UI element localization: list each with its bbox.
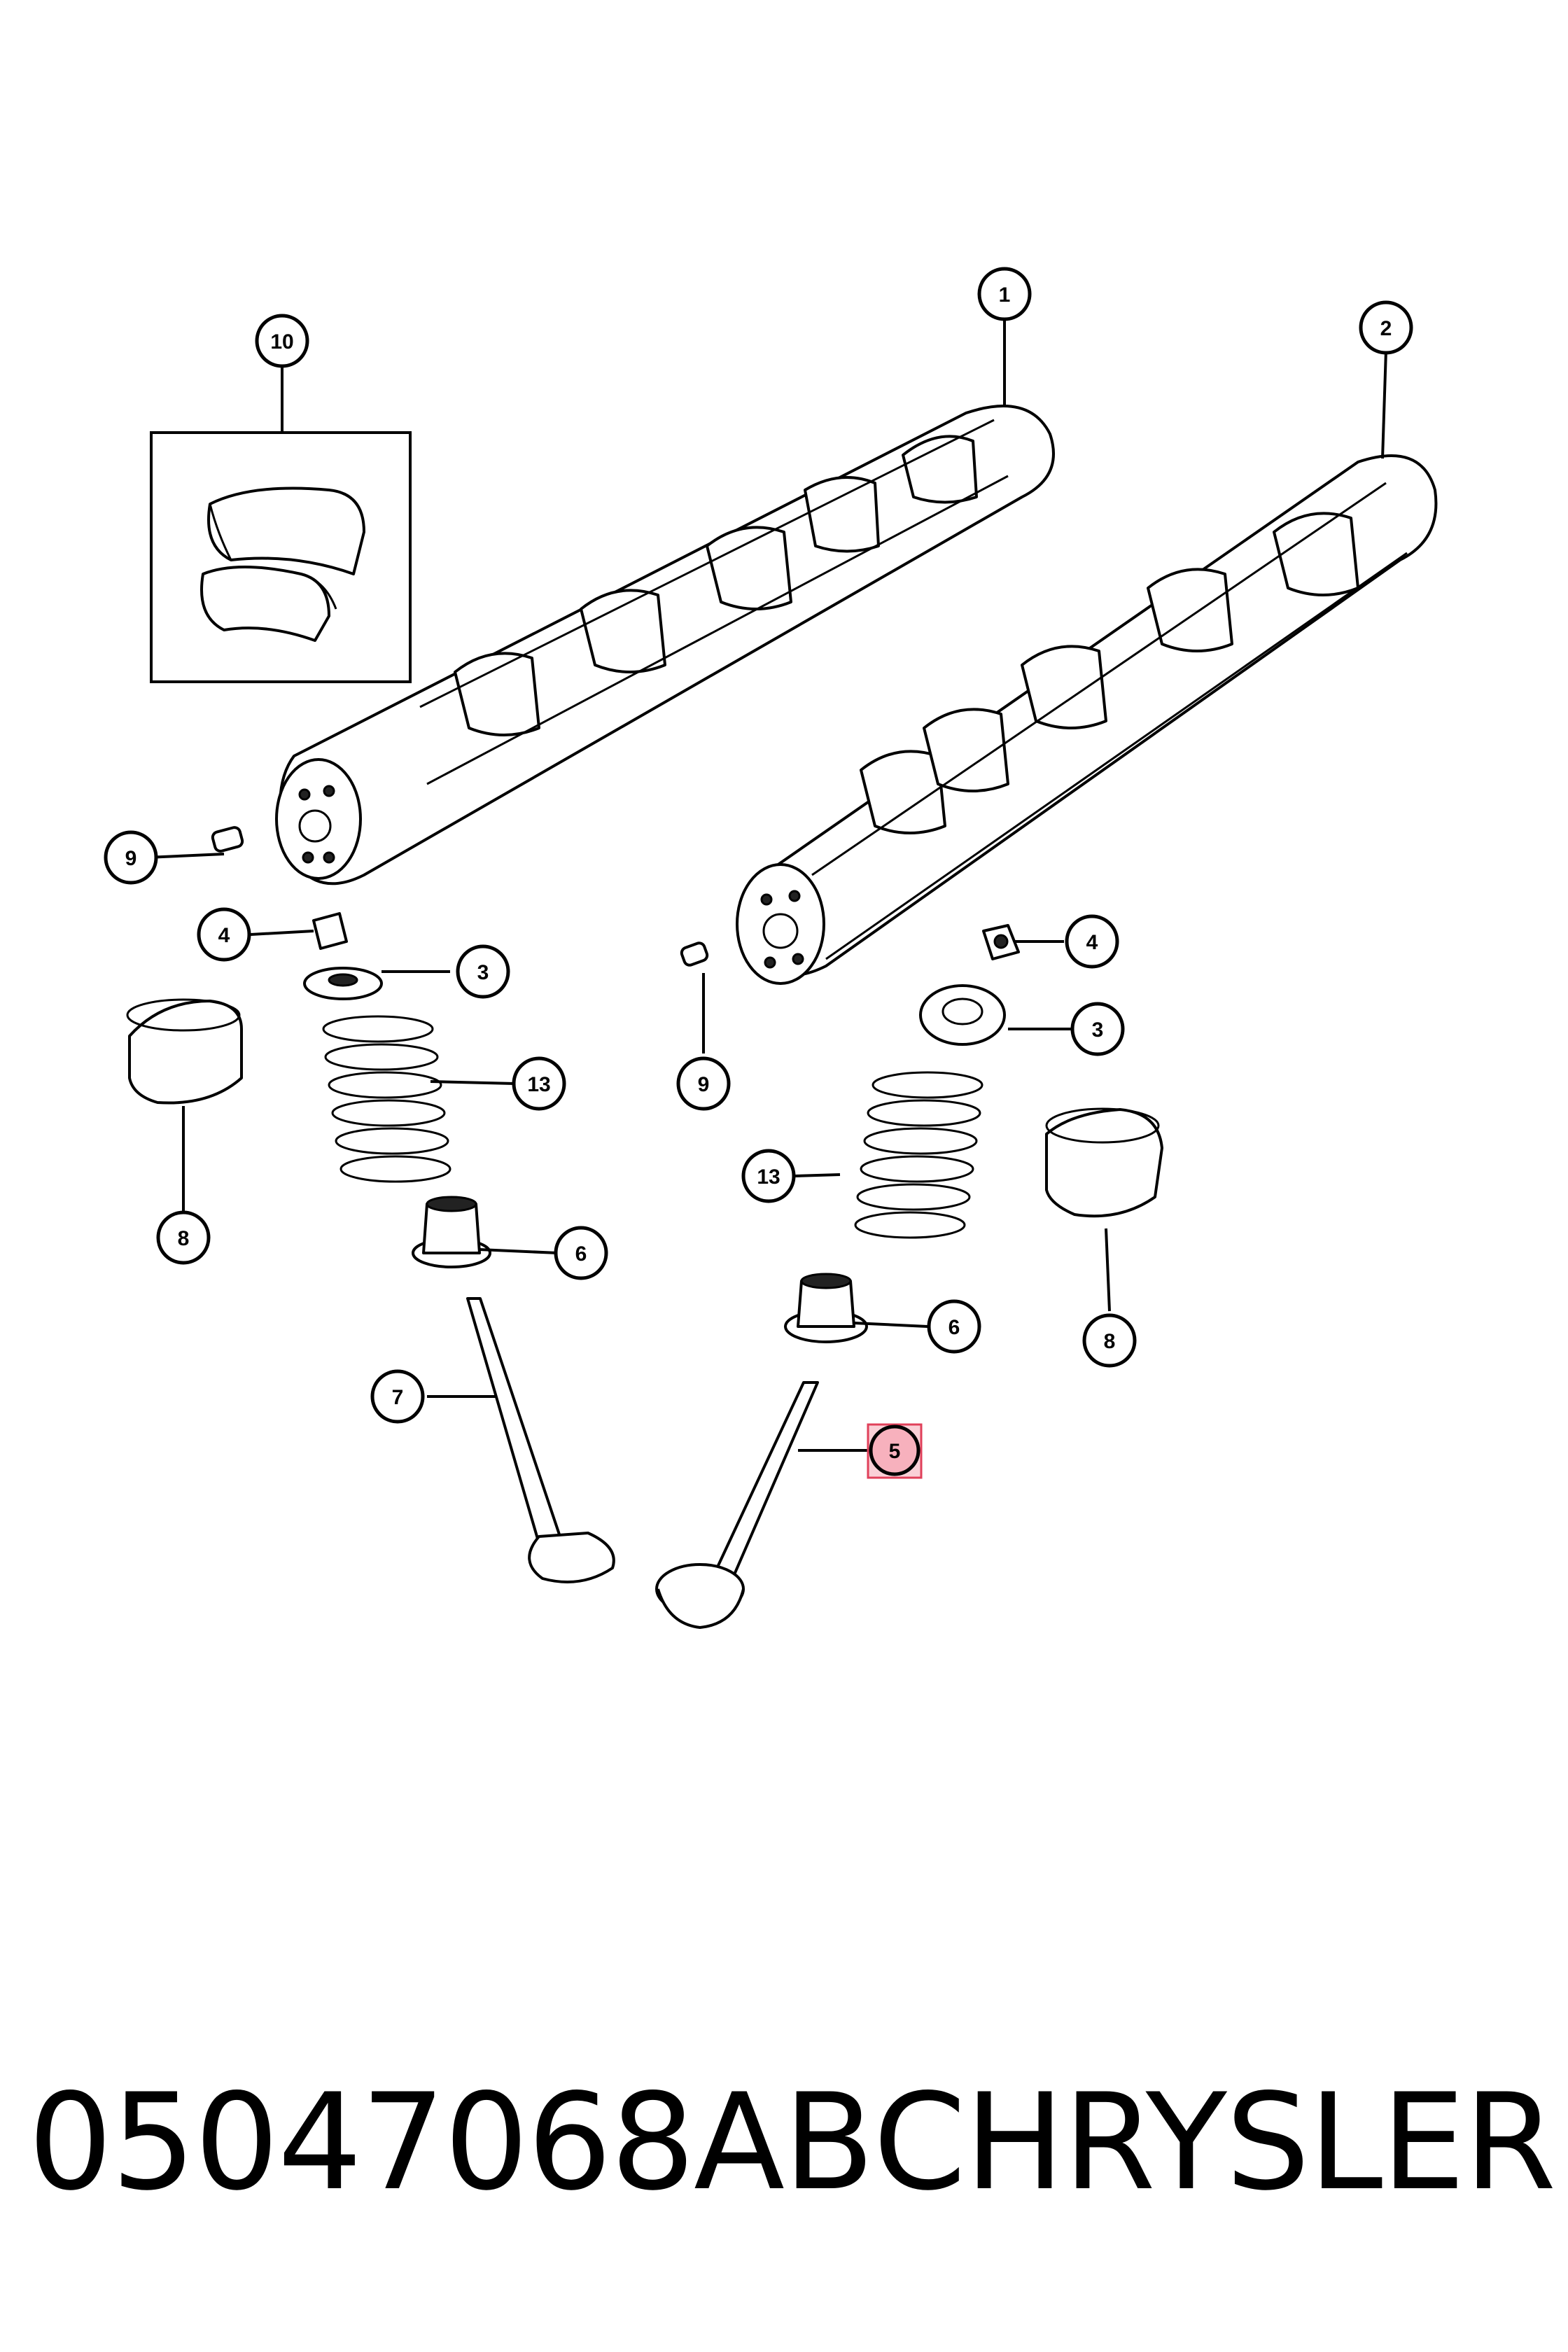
callout-13-right-label: 13 — [757, 1166, 780, 1189]
callout-13-left-label: 13 — [527, 1073, 550, 1096]
callout-1-label: 1 — [999, 284, 1011, 307]
callout-6-left-label: 6 — [575, 1242, 587, 1266]
tappet-right — [1045, 1107, 1163, 1218]
valve-spring-left — [322, 1015, 451, 1183]
callout-4-right-label: 4 — [1086, 931, 1098, 954]
callout-3-left[interactable]: 3 — [456, 944, 510, 999]
callout-8-left[interactable]: 8 — [156, 1210, 211, 1265]
callout-1[interactable]: 1 — [977, 267, 1032, 321]
valve-lock-right — [982, 924, 1020, 960]
intake-valve — [655, 1381, 819, 1629]
callout-6-right-label: 6 — [948, 1316, 960, 1339]
callout-9-left-label: 9 — [125, 847, 137, 870]
camshaft-right — [736, 454, 1438, 985]
camshaft-left — [275, 405, 1055, 886]
callout-9-right[interactable]: 9 — [676, 1056, 731, 1111]
callout-10-label: 10 — [270, 330, 293, 354]
callout-4-right[interactable]: 4 — [1065, 914, 1119, 969]
callout-3-right-label: 3 — [1092, 1018, 1104, 1042]
callout-5[interactable]: 5 — [869, 1424, 920, 1476]
callout-8-right-label: 8 — [1104, 1330, 1116, 1353]
callout-4-left[interactable]: 4 — [197, 907, 251, 962]
callout-6-left[interactable]: 6 — [554, 1226, 608, 1280]
leader-lines — [146, 315, 1387, 1452]
callout-10[interactable]: 10 — [255, 314, 309, 368]
valve-lock-left — [312, 912, 348, 950]
tappet-left — [126, 998, 243, 1105]
callout-8-left-label: 8 — [178, 1227, 190, 1250]
spring-retainer-left — [303, 967, 383, 1000]
brand-name: CHRYSLER — [873, 2064, 1556, 2220]
part-number: 05047068AB — [28, 2064, 874, 2220]
valve-spring-right — [854, 1071, 983, 1239]
spring-retainer-right — [919, 984, 1006, 1046]
callout-13-right[interactable]: 13 — [741, 1149, 796, 1203]
callout-7-label: 7 — [392, 1386, 404, 1409]
callout-9-right-label: 9 — [698, 1073, 710, 1096]
valve-seal-left — [412, 1196, 491, 1268]
valve-seal-right — [784, 1273, 868, 1343]
callout-4-left-label: 4 — [218, 924, 230, 947]
callout-6-right[interactable]: 6 — [927, 1299, 981, 1354]
callout-5-label: 5 — [889, 1440, 901, 1463]
footer: 05047068AB CHRYSLER — [28, 2058, 1556, 2226]
callout-13-left[interactable]: 13 — [512, 1056, 566, 1111]
callout-3-left-label: 3 — [477, 961, 489, 984]
camshaft-bearing-inset — [150, 431, 412, 683]
exhaust-valve — [466, 1297, 615, 1583]
callout-8-right[interactable]: 8 — [1082, 1313, 1137, 1368]
callout-2-label: 2 — [1380, 317, 1392, 340]
callout-3-right[interactable]: 3 — [1070, 1002, 1125, 1056]
callout-7[interactable]: 7 — [370, 1369, 425, 1424]
dowel-pin-right — [680, 941, 709, 967]
dowel-pin-left — [211, 826, 244, 853]
callout-9-left[interactable]: 9 — [104, 830, 158, 885]
callout-2[interactable]: 2 — [1359, 300, 1413, 355]
